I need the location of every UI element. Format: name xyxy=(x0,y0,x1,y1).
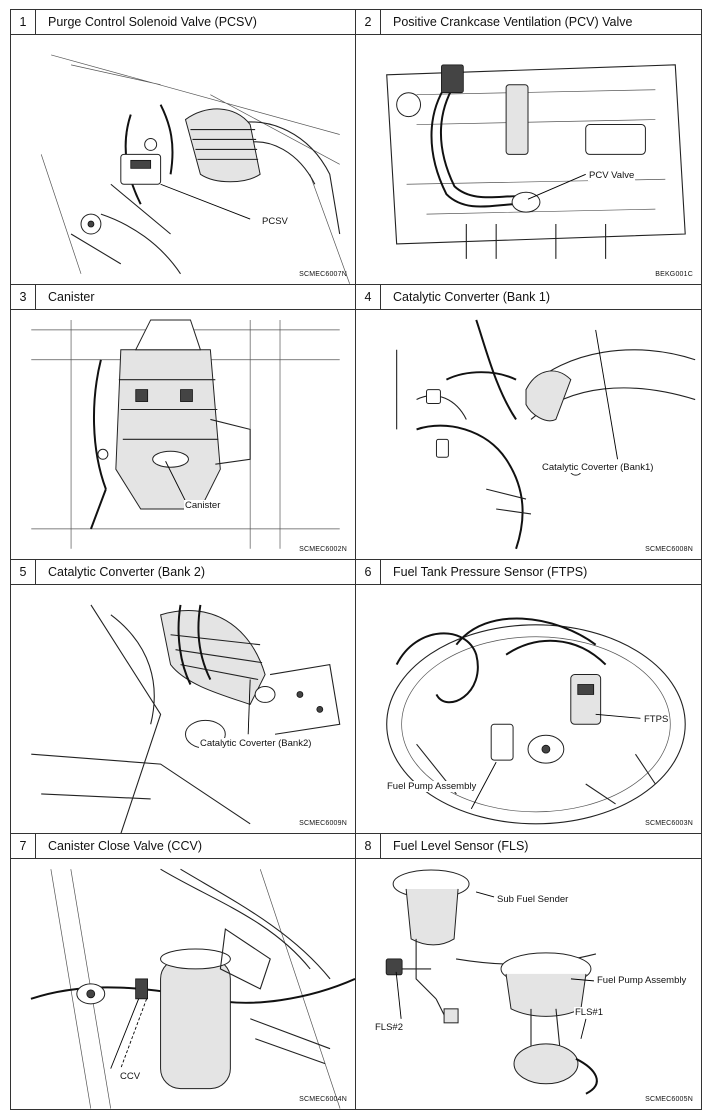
ccv-drawing xyxy=(30,868,355,1109)
panel-title: Canister xyxy=(48,289,95,304)
ftps-drawing xyxy=(386,617,686,824)
panel-header: 3 Canister xyxy=(11,284,355,310)
panel-catalytic-bank1: 4 Catalytic Converter (Bank 1) Catalytic… xyxy=(356,284,701,560)
panel-number: 5 xyxy=(11,559,36,584)
fls1-label: FLS#1 xyxy=(574,1007,604,1019)
component-location-sheet: 1 Purge Control Solenoid Valve (PCSV) PC… xyxy=(10,9,702,1110)
panel-number: 8 xyxy=(356,834,381,859)
canister-drawing xyxy=(31,319,340,549)
panel-title: Fuel Tank Pressure Sensor (FTPS) xyxy=(393,564,588,579)
ccv-label: CCV xyxy=(119,1071,142,1083)
panel-title: Positive Crankcase Ventilation (PCV) Val… xyxy=(393,15,633,29)
figure-code: SCMEC6007N xyxy=(299,270,347,278)
pcsv-label: PCSV xyxy=(261,216,289,227)
panel-pcsv: 1 Purge Control Solenoid Valve (PCSV) PC… xyxy=(11,10,356,285)
pcv-drawing xyxy=(386,64,686,259)
panel-ftps: 6 Fuel Tank Pressure Sensor (FTPS) FTPS … xyxy=(356,559,701,835)
figure-code: SCMEC6008N xyxy=(645,545,693,553)
panel-canister: 3 Canister Canister SCMEC6002N xyxy=(11,284,356,560)
pcv-illustration: PCV Valve BEKG001C xyxy=(356,35,701,284)
panel-number: 3 xyxy=(11,284,36,309)
figure-code: SCMEC6002N xyxy=(299,545,347,553)
panel-title: Canister Close Valve (CCV) xyxy=(48,839,202,854)
panel-pcv-valve: 2 Positive Crankcase Ventilation (PCV) V… xyxy=(356,10,701,285)
figure-code: BEKG001C xyxy=(655,270,693,278)
figure-code: SCMEC6009N xyxy=(299,820,347,828)
panel-title: Catalytic Converter (Bank 2) xyxy=(48,564,206,579)
catalytic-bank1-drawing xyxy=(396,319,696,549)
catalytic-bank1-label: Catalytic Coverter (Bank1) xyxy=(541,461,655,473)
pcv-valve-label: PCV Valve xyxy=(588,170,636,181)
catalytic-bank2-drawing xyxy=(31,604,341,834)
panel-title: Purge Control Solenoid Valve (PCSV) xyxy=(48,15,257,29)
fls-drawing xyxy=(385,869,598,1095)
panel-header: 5 Catalytic Converter (Bank 2) xyxy=(11,559,355,585)
figure-code: SCMEC6004N xyxy=(299,1096,347,1103)
canister-illustration: Canister SCMEC6002N xyxy=(11,310,355,559)
fls-illustration: Sub Fuel Sender Fuel Pump Assembly FLS#2… xyxy=(356,859,701,1109)
ftps-label: FTPS xyxy=(643,713,670,725)
catalytic-bank2-label: Catalytic Coverter (Bank2) xyxy=(199,737,313,749)
fls2-label: FLS#2 xyxy=(374,1022,404,1034)
panel-number: 6 xyxy=(356,559,381,584)
panel-header: 8 Fuel Level Sensor (FLS) xyxy=(356,834,701,860)
panel-header: 4 Catalytic Converter (Bank 1) xyxy=(356,284,701,310)
panel-title: Catalytic Converter (Bank 1) xyxy=(393,289,551,304)
panel-number: 4 xyxy=(356,284,381,309)
catalytic-bank2-illustration: Catalytic Coverter (Bank2) SCMEC6009N xyxy=(11,585,355,834)
panel-grid: 1 Purge Control Solenoid Valve (PCSV) PC… xyxy=(10,9,702,1110)
panel-number: 7 xyxy=(11,834,36,859)
panel-number: 1 xyxy=(11,10,36,34)
pcsv-drawing xyxy=(40,54,350,284)
panel-fls: 8 Fuel Level Sensor (FLS) xyxy=(356,834,701,1109)
ccv-illustration: CCV SCMEC6004N xyxy=(11,859,355,1109)
panel-header: 7 Canister Close Valve (CCV) xyxy=(11,834,355,860)
figure-code: SCMEC6003N xyxy=(645,820,693,828)
sub-fuel-sender-label: Sub Fuel Sender xyxy=(496,894,570,906)
fuel-pump-assembly-label: Fuel Pump Assembly xyxy=(596,975,688,987)
figure-code: SCMEC6005N xyxy=(645,1096,693,1103)
pcsv-illustration: PCSV SCMEC6007N xyxy=(11,35,355,284)
canister-label: Canister xyxy=(184,499,222,511)
panel-header: 6 Fuel Tank Pressure Sensor (FTPS) xyxy=(356,559,701,585)
catalytic-bank1-illustration: Catalytic Coverter (Bank1) SCMEC6008N xyxy=(356,310,701,559)
panel-header: 2 Positive Crankcase Ventilation (PCV) V… xyxy=(356,10,701,35)
panel-header: 1 Purge Control Solenoid Valve (PCSV) xyxy=(11,10,355,35)
panel-ccv: 7 Canister Close Valve (CCV) CCV SCMEC60… xyxy=(11,834,356,1109)
panel-number: 2 xyxy=(356,10,381,34)
panel-catalytic-bank2: 5 Catalytic Converter (Bank 2) Catalytic… xyxy=(11,559,356,835)
fuel-pump-assembly-label: Fuel Pump Assembly xyxy=(386,780,478,792)
ftps-illustration: FTPS Fuel Pump Assembly SCMEC6003N xyxy=(356,585,701,834)
panel-title: Fuel Level Sensor (FLS) xyxy=(393,839,529,854)
